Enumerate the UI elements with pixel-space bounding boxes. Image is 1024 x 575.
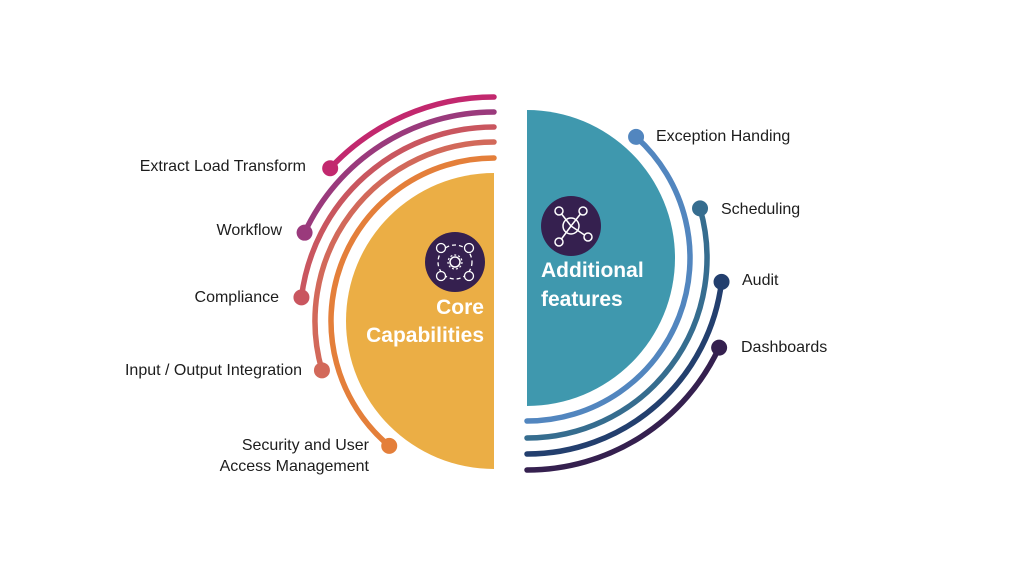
core-item-4-arc <box>328 155 497 449</box>
additional-item-2-dot <box>713 273 730 290</box>
additional-item-2-arc <box>524 279 725 457</box>
label-workflow: Workflow <box>216 222 283 239</box>
core-item-3-arc <box>312 139 497 374</box>
team-gear-icon <box>425 232 485 292</box>
label-extract-load-transform: Extract Load Transform <box>139 158 306 175</box>
label-audit: Audit <box>742 272 779 289</box>
core-item-3-dot <box>313 362 330 379</box>
label-security-line1: Security and User <box>241 437 369 454</box>
additional-title-line1: Additional <box>541 259 644 282</box>
core-item-2-arc <box>298 124 497 301</box>
core-title-line2: Capabilities <box>366 324 484 347</box>
additional-title-line2: features <box>541 288 623 311</box>
core-item-1-dot <box>296 224 313 241</box>
additional-item-1-dot <box>692 200 709 217</box>
network-nodes-icon <box>541 196 601 256</box>
core-item-1-arc <box>301 109 497 236</box>
label-dashboards: Dashboards <box>741 339 828 356</box>
core-item-4-dot <box>381 437 398 454</box>
label-security-line2: Access Management <box>219 458 369 475</box>
additional-item-3-dot <box>711 339 728 356</box>
additional-item-3-arc <box>524 344 722 473</box>
label-compliance: Compliance <box>194 289 279 306</box>
core-title-line1: Core <box>436 296 484 319</box>
label-exception-handling: Exception Handing <box>656 128 791 145</box>
additional-features-half-disc <box>527 110 675 406</box>
additional-item-1-arc <box>524 205 710 441</box>
label-scheduling: Scheduling <box>721 201 801 218</box>
additional-item-0-arc <box>524 134 693 424</box>
additional-item-0-dot <box>628 128 645 145</box>
core-item-0-dot <box>322 160 339 177</box>
core-item-2-dot <box>293 289 310 306</box>
core-item-0-arc <box>327 94 497 171</box>
label-input-output-integration: Input / Output Integration <box>124 362 302 379</box>
